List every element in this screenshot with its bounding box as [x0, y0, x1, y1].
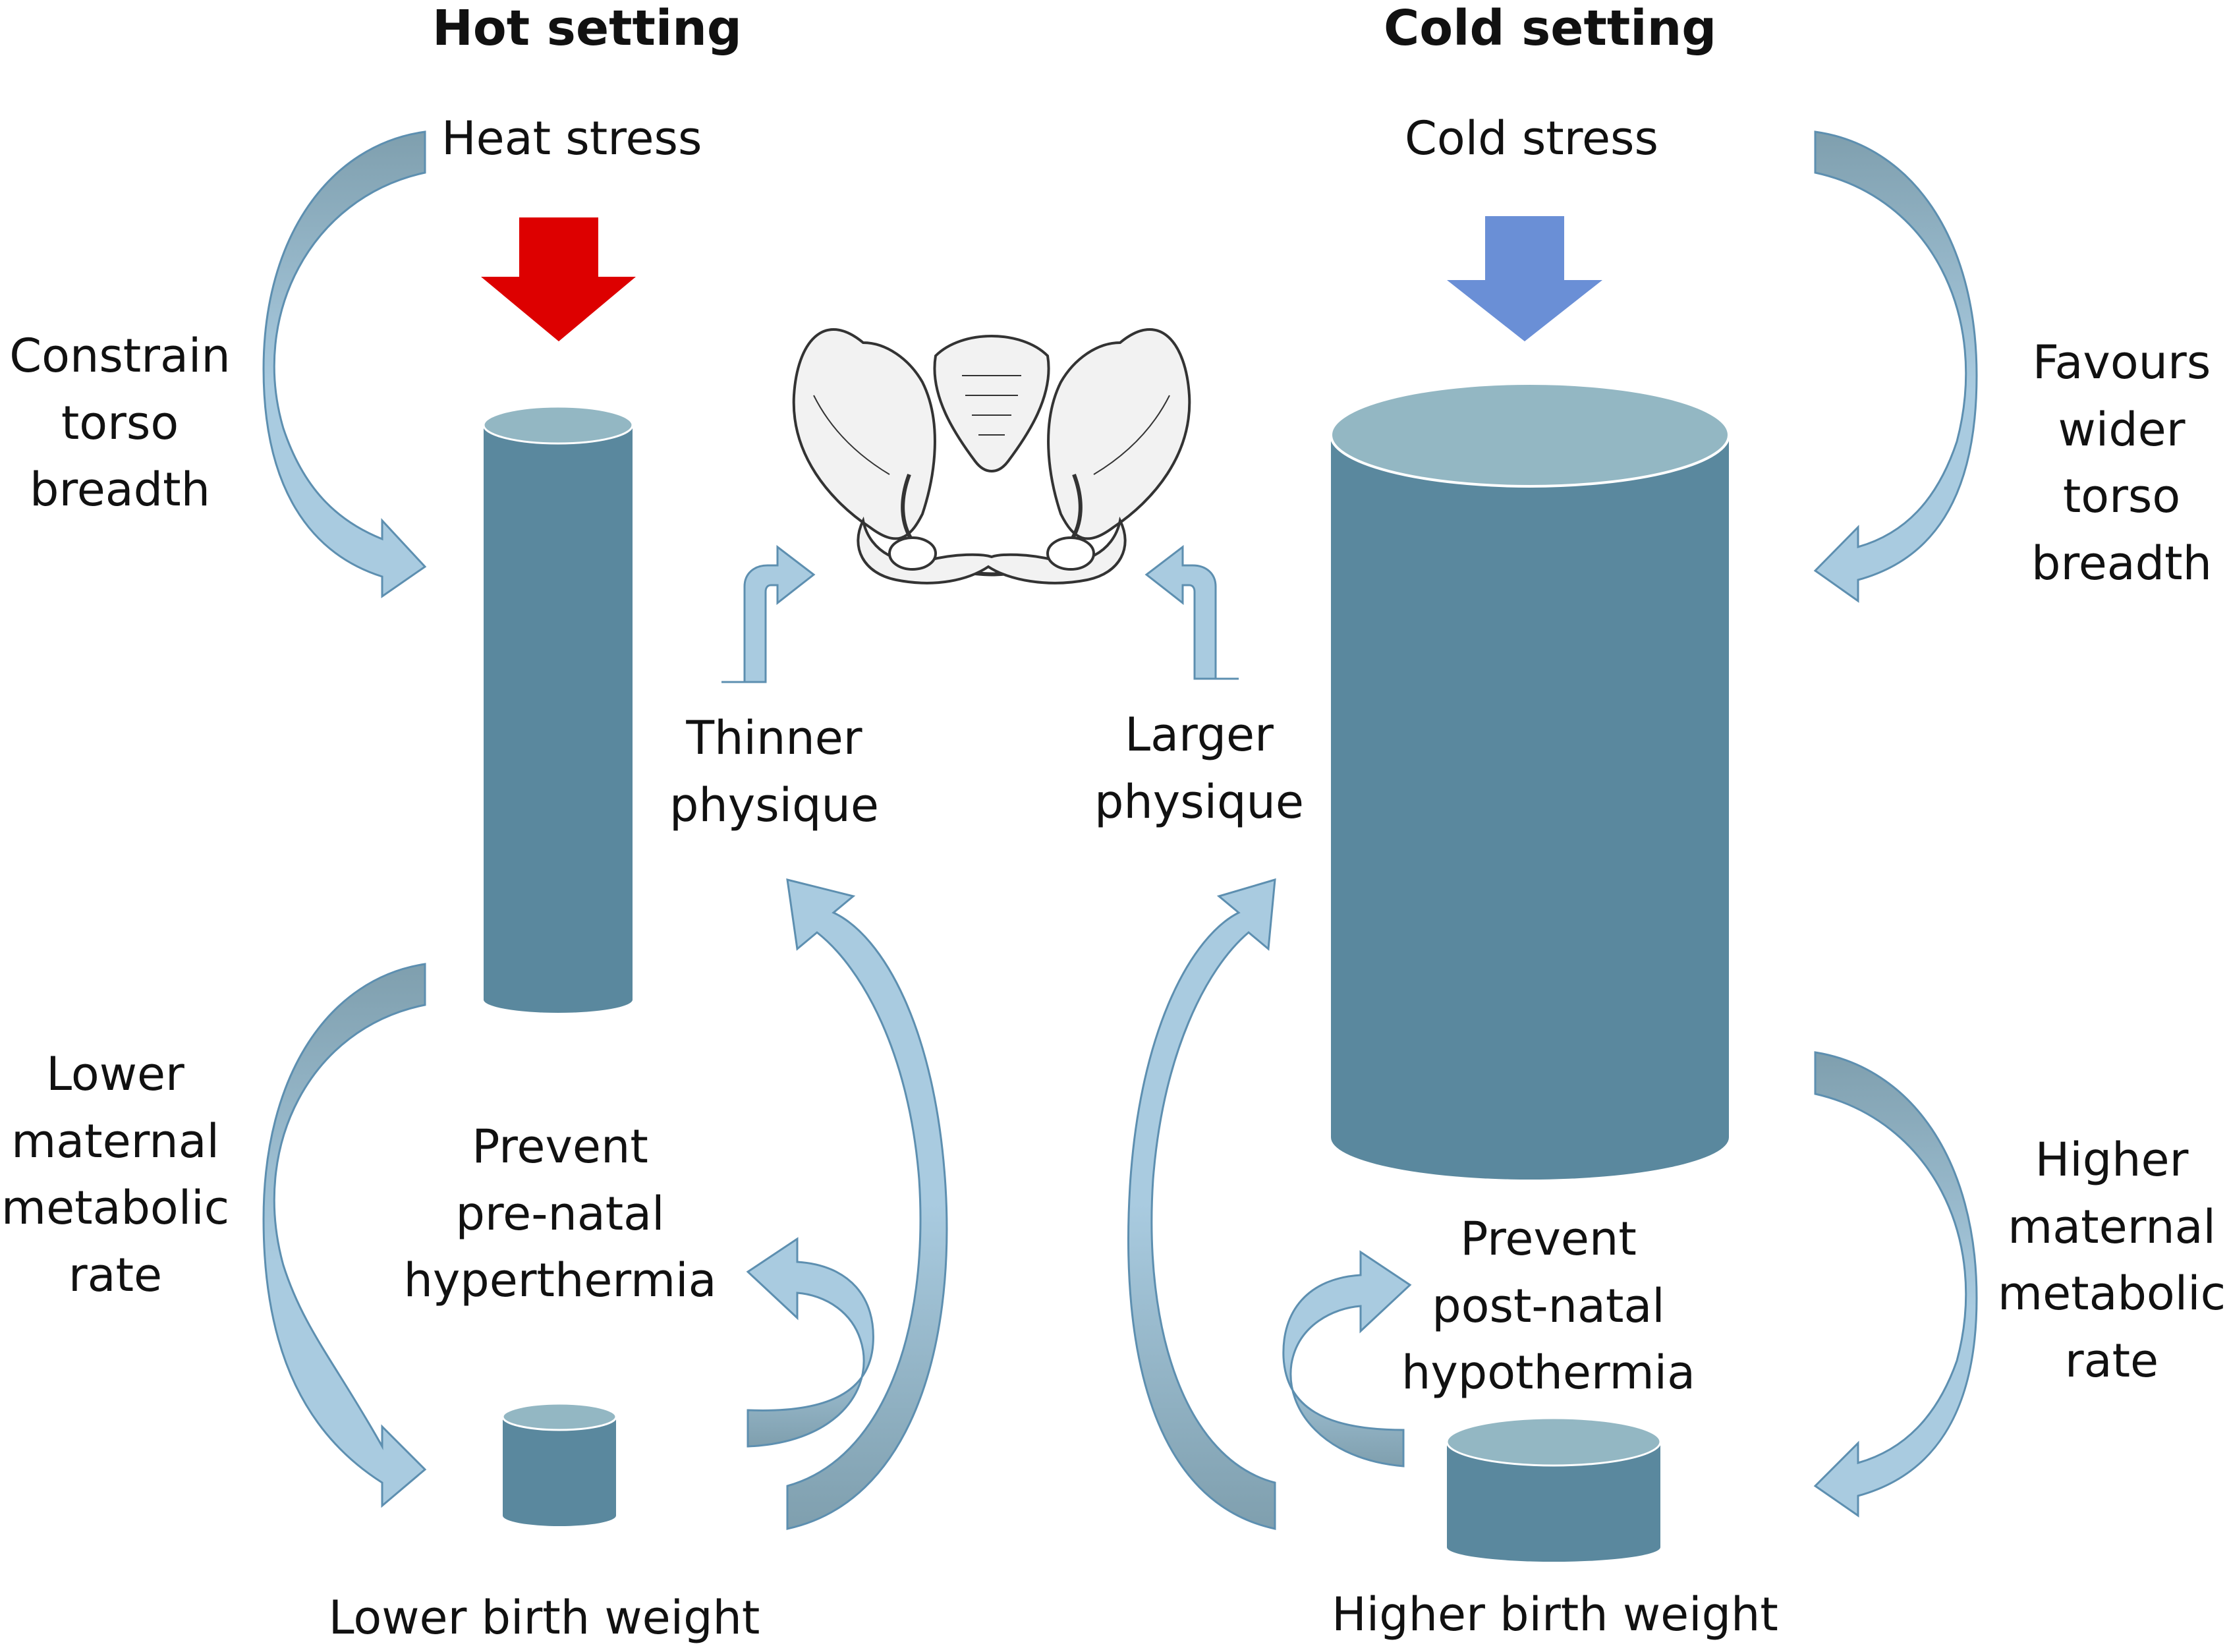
higher-maternal-metabolic-label: Higher maternal metabolic rate — [1997, 1133, 2226, 1388]
larger-physique-label: Larger physique — [1094, 708, 1304, 829]
thinner-physique-curved-arrow — [786, 878, 948, 1530]
thinner-physique-label: Thinner physique — [669, 711, 879, 832]
cold-setting-heading: Cold setting — [1384, 0, 1717, 57]
lower-birth-weight-cylinder — [501, 1402, 617, 1526]
heat-stress-down-arrow-icon — [481, 217, 636, 341]
prevent-prenatal-hyperthermia-label: Prevent pre-natal hyperthermia — [403, 1120, 717, 1307]
larger-to-pelvis-arrow — [1144, 544, 1239, 680]
cold-stress-label: Cold stress — [1405, 111, 1658, 165]
hot-torso-cylinder — [482, 405, 634, 1013]
prevent-postnatal-hypothermia-label: Prevent post-natal hypothermia — [1401, 1212, 1695, 1400]
favours-torso-curved-arrow — [1813, 130, 1978, 603]
favours-wider-torso-label: Favours wider torso breadth — [2031, 335, 2212, 590]
larger-physique-curved-arrow — [1127, 878, 1276, 1530]
constrain-torso-curved-arrow — [262, 130, 427, 598]
prevent-hypothermia-curved-arrow — [1282, 1250, 1412, 1467]
higher-birth-weight-label: Higher birth weight — [1332, 1587, 1778, 1641]
lower-metabolic-curved-arrow — [262, 963, 427, 1508]
lower-birth-weight-label: Lower birth weight — [328, 1591, 760, 1645]
pelvis-illustration — [792, 328, 1191, 584]
higher-birth-weight-cylinder — [1446, 1417, 1662, 1562]
hot-setting-heading: Hot setting — [432, 0, 742, 57]
thinner-to-pelvis-arrow — [721, 544, 816, 683]
cold-stress-down-arrow-icon — [1447, 216, 1602, 341]
constrain-torso-label: Constrain torso breadth — [9, 329, 231, 517]
heat-stress-label: Heat stress — [441, 111, 702, 165]
higher-metabolic-curved-arrow — [1813, 1051, 1978, 1518]
cold-torso-cylinder — [1330, 382, 1730, 1180]
prevent-hyperthermia-curved-arrow — [746, 1237, 874, 1448]
lower-maternal-metabolic-label: Lower maternal metabolic rate — [1, 1047, 230, 1302]
